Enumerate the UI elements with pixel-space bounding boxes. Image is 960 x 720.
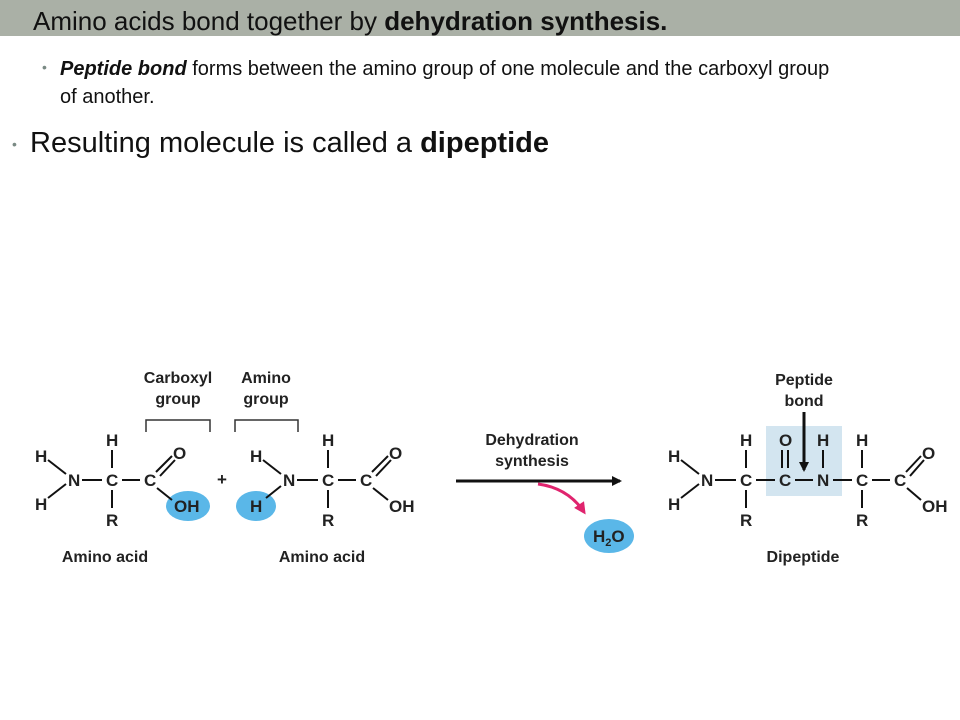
main-bullet: Resulting molecule is called a dipeptide bbox=[30, 126, 549, 160]
amino-acid-label: Amino acid bbox=[62, 549, 148, 566]
atom-c: C bbox=[740, 471, 752, 490]
main-bullet-dot: • bbox=[12, 136, 17, 152]
amino-group-label: group bbox=[243, 391, 289, 408]
sub-bullet-dot: • bbox=[42, 59, 47, 75]
atom-h: H bbox=[817, 431, 829, 450]
water-highlight bbox=[584, 519, 634, 553]
atom-oh: OH bbox=[174, 497, 200, 516]
reaction-arrow: Dehydration synthesis H2O bbox=[456, 432, 634, 553]
atom-h: H bbox=[250, 447, 262, 466]
amino-acid-2: H H N H C R C O OH Amino group Amino aci… bbox=[234, 370, 415, 566]
atom-h: H bbox=[35, 495, 47, 514]
atom-r: R bbox=[740, 511, 752, 530]
dipeptide-term: dipeptide bbox=[420, 127, 549, 159]
amino-group-label: Amino bbox=[241, 370, 291, 387]
plus-sign: + bbox=[217, 470, 227, 489]
dipeptide: Peptide bond H H N H C R O C H N H C R C… bbox=[668, 372, 948, 566]
main-bullet-plain: Resulting molecule is called a bbox=[30, 127, 421, 159]
atom-n: N bbox=[701, 471, 713, 490]
atom-h: H bbox=[35, 447, 47, 466]
atom-n: N bbox=[283, 471, 295, 490]
dehydration-synthesis-diagram: H H N H C R C O OH Carboxyl group Amino … bbox=[35, 370, 948, 566]
synthesis-label: synthesis bbox=[495, 453, 569, 470]
peptide-bond-label: Peptide bbox=[775, 372, 833, 389]
dehydration-label: Dehydration bbox=[485, 432, 578, 449]
atom-c: C bbox=[322, 471, 334, 490]
atom-oh: OH bbox=[389, 497, 415, 516]
atom-h: H bbox=[856, 431, 868, 450]
atom-n: N bbox=[817, 471, 829, 490]
atom-oh: OH bbox=[922, 497, 948, 516]
atom-c: C bbox=[106, 471, 118, 490]
atom-o: O bbox=[389, 444, 402, 463]
atom-h: H bbox=[668, 495, 680, 514]
water-release-arrow bbox=[537, 482, 586, 515]
atom-h: H bbox=[106, 431, 118, 450]
carboxyl-group-label: Carboxyl bbox=[144, 370, 212, 387]
atom-c: C bbox=[894, 471, 906, 490]
water-label: H2O bbox=[593, 527, 625, 549]
atom-h: H bbox=[250, 497, 262, 516]
atom-c: C bbox=[144, 471, 156, 490]
peptide-bond-term: Peptide bond bbox=[60, 58, 187, 80]
atom-h: H bbox=[668, 447, 680, 466]
slide-title: Amino acids bond together by dehydration… bbox=[33, 6, 667, 36]
atom-o: O bbox=[779, 431, 792, 450]
header-bar bbox=[0, 0, 960, 36]
atom-r: R bbox=[106, 511, 118, 530]
h-highlight bbox=[236, 491, 276, 521]
atom-c: C bbox=[856, 471, 868, 490]
atom-r: R bbox=[322, 511, 334, 530]
atom-h: H bbox=[740, 431, 752, 450]
amino-acid-1: H H N H C R C O OH Carboxyl group Amino … bbox=[35, 370, 212, 566]
amino-acid-label: Amino acid bbox=[279, 549, 365, 566]
oh-highlight bbox=[166, 491, 210, 521]
title-bold: dehydration synthesis. bbox=[384, 6, 668, 36]
title-plain: Amino acids bond together by bbox=[33, 6, 385, 36]
atom-h: H bbox=[322, 431, 334, 450]
sub-bullet-text: forms between the amino group of one mol… bbox=[60, 58, 830, 108]
atom-c: C bbox=[360, 471, 372, 490]
sub-bullet: Peptide bond forms between the amino gro… bbox=[60, 55, 850, 111]
atom-n: N bbox=[68, 471, 80, 490]
peptide-bond-label: bond bbox=[784, 393, 823, 410]
atom-c: C bbox=[779, 471, 791, 490]
atom-o: O bbox=[173, 444, 186, 463]
dipeptide-label: Dipeptide bbox=[767, 549, 840, 566]
atom-r: R bbox=[856, 511, 868, 530]
carboxyl-group-label: group bbox=[155, 391, 201, 408]
atom-o: O bbox=[922, 444, 935, 463]
